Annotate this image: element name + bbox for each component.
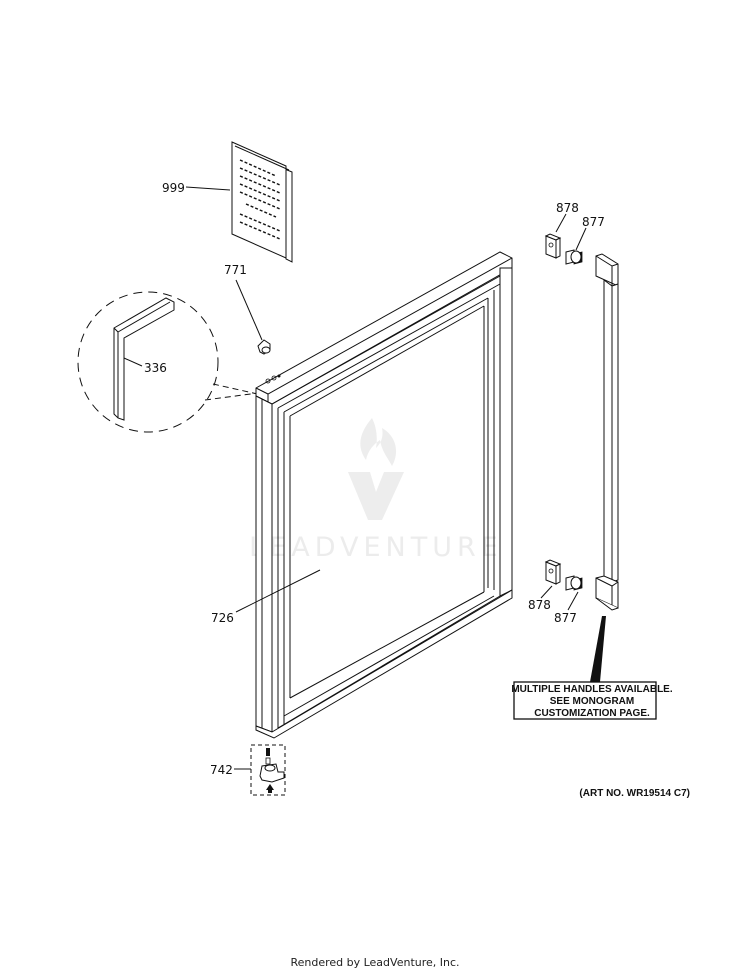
part-726-door-frame[interactable] (255, 251, 513, 739)
footer-credit: Rendered by LeadVenture, Inc. (290, 956, 459, 969)
part-878-clip-bottom[interactable] (544, 559, 562, 585)
part-742-hinge-assembly[interactable] (250, 744, 286, 796)
watermark-text: LEADVENTURE (249, 532, 503, 563)
callout-336[interactable]: 336 (144, 361, 167, 375)
note-line-2: SEE MONOGRAM (550, 696, 634, 707)
part-877-screw-bottom[interactable] (565, 575, 583, 591)
door-handle[interactable] (595, 253, 619, 611)
art-number: (ART NO. WR19514 C7) (579, 788, 690, 799)
callout-877-top[interactable]: 877 (582, 215, 605, 229)
part-336-gasket[interactable] (113, 297, 175, 421)
part-878-clip-top[interactable] (544, 233, 562, 259)
callout-771[interactable]: 771 (224, 263, 247, 277)
handles-note-box: MULTIPLE HANDLES AVAILABLE. SEE MONOGRAM… (511, 681, 673, 720)
callout-877-bottom[interactable]: 877 (554, 611, 577, 625)
leadventure-logo-icon (348, 418, 404, 520)
part-877-screw-top[interactable] (565, 249, 583, 265)
callout-726[interactable]: 726 (211, 611, 234, 625)
note-pointer (590, 616, 606, 682)
callout-742[interactable]: 742 (210, 763, 233, 777)
note-line-3: CUSTOMIZATION PAGE. (534, 708, 650, 719)
part-771-bushing[interactable] (257, 339, 271, 355)
callout-878-top[interactable]: 878 (556, 201, 579, 215)
part-999-manual[interactable] (231, 141, 293, 263)
note-line-1: MULTIPLE HANDLES AVAILABLE. (511, 684, 673, 695)
detail-view-336 (77, 291, 263, 433)
callout-878-bottom[interactable]: 878 (528, 598, 551, 612)
callout-999[interactable]: 999 (162, 181, 185, 195)
leadventure-watermark: LEADVENTURE (249, 418, 503, 563)
